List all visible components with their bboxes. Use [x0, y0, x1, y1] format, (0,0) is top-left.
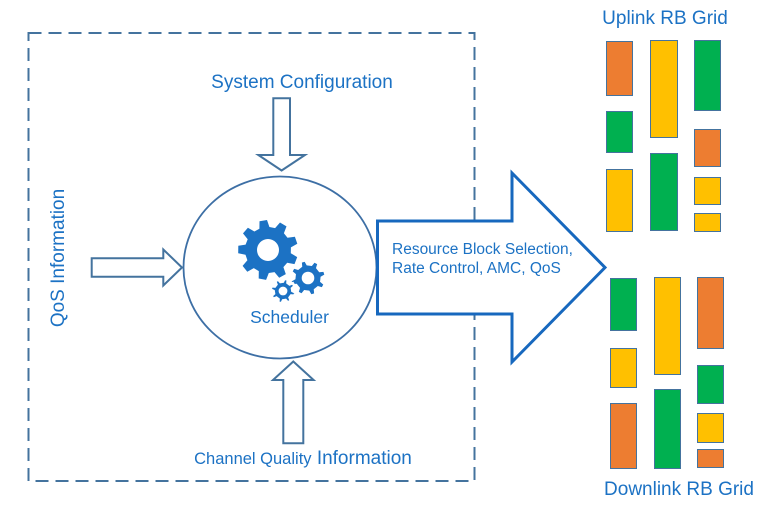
output-arrow-text-line1: Resource Block Selection, — [392, 241, 573, 258]
channel-quality-label: Channel Quality Information — [153, 448, 453, 470]
rb-block-green — [697, 365, 724, 404]
rb-block-yellow — [650, 40, 678, 138]
rb-block-orange — [697, 277, 724, 349]
system-config-arrow-down-icon — [254, 97, 309, 172]
scheduler-gears-icon — [238, 220, 328, 305]
qos-information-label: QoS Information — [48, 188, 69, 328]
rb-block-yellow — [610, 348, 637, 388]
rb-block-green — [650, 153, 678, 231]
rb-block-orange — [694, 129, 721, 167]
downlink-rb-grid-label: Downlink RB Grid — [604, 479, 754, 500]
rb-block-yellow — [697, 413, 724, 443]
channel-quality-label-part1: Channel Quality — [194, 450, 312, 468]
rb-block-yellow — [694, 177, 721, 205]
qos-arrow-right-icon — [90, 247, 184, 288]
rb-block-orange — [697, 449, 724, 468]
uplink-rb-grid-label: Uplink RB Grid — [602, 8, 728, 29]
rb-block-yellow — [606, 169, 633, 232]
output-arrow-text: Resource Block Selection, Rate Control, … — [392, 241, 592, 278]
channel-quality-label-part2: Information — [316, 448, 412, 469]
gear-hole — [278, 286, 288, 296]
rb-block-green — [606, 111, 633, 153]
rb-block-yellow — [694, 213, 721, 232]
gear-hole — [301, 271, 315, 285]
channel-quality-arrow-up-icon — [270, 360, 317, 445]
rb-block-green — [694, 40, 721, 111]
rb-block-green — [610, 278, 637, 331]
gear-hole — [257, 239, 279, 261]
rb-block-orange — [606, 41, 633, 96]
scheduler-label: Scheduler — [250, 307, 329, 327]
rb-block-orange — [610, 403, 637, 469]
rb-block-yellow — [654, 277, 681, 375]
system-configuration-label: System Configuration — [211, 72, 393, 93]
output-arrow-text-line2: Rate Control, AMC, QoS — [392, 259, 561, 277]
output-arrow-icon — [376, 169, 608, 366]
rb-block-green — [654, 389, 681, 469]
